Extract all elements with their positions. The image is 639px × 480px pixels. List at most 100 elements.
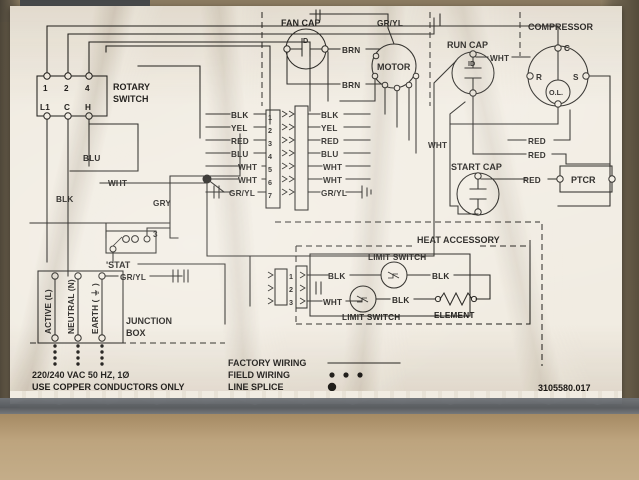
legend-label-factory-wiring: FACTORY WIRING [228,358,306,368]
tb-pin-2: 2 [268,126,272,135]
jbox-terminal-neutral-top[interactable] [74,272,82,280]
wood-surface-background [0,414,639,480]
compressor-label-s: S [573,73,579,82]
heat-wire-label-blk-mid-bottom: BLK [392,296,409,305]
wire-label-red-ptcr: RED [523,176,541,185]
compressor-terminal-s[interactable] [582,72,590,80]
tb-right-label-5: WHT [323,163,342,172]
rotary-terminal-l1[interactable] [43,112,51,120]
tb-left-label-6: WHT [238,176,257,185]
rotary-switch[interactable]: 1 2 4 L1 C H ROTARY SWITCH [36,72,150,120]
motor-terminal-1[interactable] [372,52,380,60]
fan-cap-label: FAN CAP [281,18,321,28]
compressor-terminal-r[interactable] [526,72,534,80]
jbox-terminal-earth-bottom[interactable] [98,334,106,342]
metal-trim-strip [0,398,639,416]
heat-wire-label-blk-mid-top: BLK [432,272,449,281]
rotary-terminal-h[interactable] [85,112,93,120]
tb-right-label-6: WHT [323,176,342,185]
start-cap-terminal-top[interactable] [474,172,482,180]
red-lower-wire-right [551,153,611,165]
heat-wire-label-blk-in: BLK [328,272,345,281]
motor-terminal-6[interactable] [412,72,420,80]
wiring-schematic: 1 2 4 L1 C H ROTARY SWITCH BLU WHT BLK G… [29,9,616,393]
motor-terminal-2[interactable] [371,72,379,80]
compressor-terminal-c[interactable] [554,44,562,52]
fan-cap[interactable]: FAN CAP ID [281,18,329,70]
rotary-label-c: C [64,103,70,112]
heat-terminal-block[interactable]: 1 2 3 [267,265,308,309]
jbox-terminal-neutral-bottom[interactable] [74,334,82,342]
tb-left-label-2: YEL [231,124,248,133]
ptcr-terminal-right[interactable] [608,175,616,183]
run-cap-terminal-bottom[interactable] [469,89,477,97]
compressor-terminal-ol-out[interactable] [554,100,562,108]
heat-tb-pin-3: 3 [289,298,293,307]
tb-pin-4: 4 [268,152,272,161]
fan-cap-terminal-right[interactable] [321,45,329,53]
tb-left-label-3: RED [231,137,249,146]
rotary-terminal-4[interactable] [85,72,93,80]
compressor-s-lead [557,75,611,207]
compressor[interactable]: COMPRESSOR C R S O.L. [449,22,594,125]
rotary-down-wires [46,118,139,277]
thermostat[interactable]: 3 'STAT [105,230,158,270]
run-cap-terminal-top[interactable] [469,50,477,58]
ptcr[interactable]: PTCR [556,165,616,193]
jbox-terminal-earth-top[interactable] [98,272,106,280]
stat-terminal-number: 3 [153,230,158,239]
motor[interactable]: MOTOR GR/YL [371,19,420,92]
run-cap-id-mark: ID [468,59,475,68]
rotary-terminal-c[interactable] [64,112,72,120]
stat-terminal-3[interactable] [143,235,151,243]
power-spec-line1: 220/240 VAC 50 HZ, 1Ø [32,370,129,380]
wiring-diagram-label: 1 2 4 L1 C H ROTARY SWITCH BLU WHT BLK G… [10,6,622,405]
limit-switch-top[interactable]: LIMIT SWITCH [368,253,426,289]
jbox-title-line2: BOX [126,328,146,338]
start-cap-wire-bottom [457,205,479,215]
motor-label: MOTOR [377,62,411,72]
heat-tb-pin-2: 2 [289,285,293,294]
junction-box[interactable]: ACTIVE (L) NEUTRAL (N) EARTH ( ⏚ ) JUNCT… [37,270,172,344]
part-number: 3105580.017 [538,383,591,393]
jbox-terminal-active-bottom[interactable] [51,334,59,342]
tb-right-label-3: RED [321,137,339,146]
legend-label-field-wiring: FIELD WIRING [228,370,290,380]
wire-label-red-lower: RED [528,151,546,160]
rotary-terminal-2[interactable] [64,72,72,80]
start-cap[interactable]: START CAP [451,162,502,216]
heat-accessory-title: HEAT ACCESSORY [417,235,500,245]
jbox-terminal-active-top[interactable] [51,272,59,280]
run-cap-label: RUN CAP [447,40,488,50]
legend-dot-3 [357,372,363,378]
compressor-overload-label: O.L. [549,88,563,97]
ptcr-terminal-left[interactable] [556,175,564,183]
earth-branch: GR/YL [104,263,226,325]
power-spec-line2: USE COPPER CONDUCTORS ONLY [32,382,185,392]
top-bus-wires [46,13,441,139]
rotary-terminal-1[interactable] [43,72,51,80]
stat-terminal-common[interactable] [109,245,117,253]
stat-label: 'STAT [106,260,131,270]
limit-switch-top-label: LIMIT SWITCH [368,253,426,262]
red-upper-wire-right [553,109,571,141]
stat-wire-out [146,227,171,237]
ptcr-label: PTCR [571,175,596,185]
motor-ground-lead [387,27,395,45]
motor-terminal-4[interactable] [393,84,401,92]
heat-accessory: HEAT ACCESSORY [295,235,531,325]
wire-label-gr-yl-jbox: GR/YL [120,273,146,282]
tb-right-label-1: BLK [321,111,338,120]
legend-dot-2 [343,372,349,378]
splice-branch [206,178,225,193]
motor-terminal-3[interactable] [381,81,389,89]
wire-label-red-upper: RED [528,137,546,146]
run-cap[interactable]: RUN CAP ID [447,40,495,97]
motor-terminal-5[interactable] [405,81,413,89]
main-terminal-block[interactable]: 1 2 3 4 5 6 7 [205,105,372,211]
wire-label-brn-bottom: BRN [342,81,360,90]
jbox-title-line1: JUNCTION [126,316,172,326]
fan-cap-terminal-left[interactable] [283,45,291,53]
tb-pin-6: 6 [268,178,272,187]
